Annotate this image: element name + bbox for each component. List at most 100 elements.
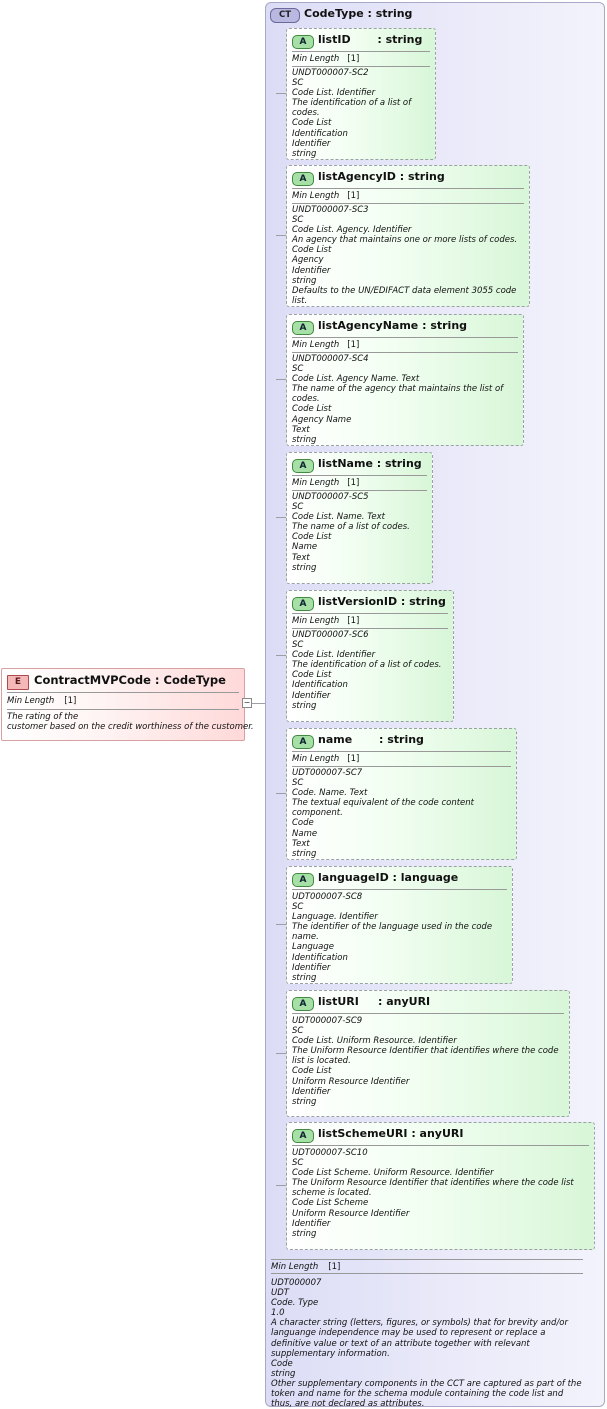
attribute-detail-line: Identifier xyxy=(292,1086,331,1097)
attribute-detail-line: Code List. Uniform Resource. Identifier xyxy=(292,1036,457,1047)
attribute-detail-line: Agency xyxy=(292,255,324,266)
attribute-detail-line: Code xyxy=(292,818,314,829)
attribute-divider xyxy=(292,751,511,752)
element-icon: E xyxy=(7,675,29,690)
attribute-detail-line: Defaults to the UN/EDIFACT data element … xyxy=(292,285,520,306)
attribute-icon: A xyxy=(292,735,314,749)
attribute-detail-line: Code List Scheme. Uniform Resource. Iden… xyxy=(292,1168,494,1179)
attribute-min-length-value: [1] xyxy=(347,754,360,764)
attribute-detail-line: Code List xyxy=(292,670,332,681)
attribute-detail-line: SC xyxy=(292,640,304,651)
attribute-detail-line: string xyxy=(292,1096,317,1107)
attribute-detail-line: SC xyxy=(292,364,304,375)
attribute-detail-line: string xyxy=(292,972,317,983)
notes-line: UDT xyxy=(271,1288,289,1299)
element-min-length-label: Min Length xyxy=(7,696,55,706)
attribute-detail-line: Code List. Agency. Identifier xyxy=(292,225,412,236)
attribute-detail-line: Code List Scheme xyxy=(292,1198,369,1209)
notes-line: UDT000007 xyxy=(271,1278,322,1288)
attribute-detail-line: string xyxy=(292,562,317,573)
attribute-detail-line: The identifier of the language used in t… xyxy=(292,922,495,943)
attribute-detail-line: SC xyxy=(292,78,304,89)
connector-attribute-branch xyxy=(276,793,286,794)
attribute-min-length-label: Min Length xyxy=(292,54,340,64)
attribute-detail-line: UNDT000007-SC4 xyxy=(292,354,369,364)
notes-min-length-label: Min Length xyxy=(271,1262,319,1272)
attribute-detail-line: SC xyxy=(292,1158,304,1169)
attribute-min-length: Min Length [1] xyxy=(292,340,359,350)
attribute-min-length-label: Min Length xyxy=(292,754,340,764)
attribute-detail-line: Agency Name xyxy=(292,414,352,425)
attribute-divider xyxy=(292,1145,589,1146)
attribute-min-length: Min Length[1] xyxy=(292,54,359,64)
attribute-min-length-label: Min Length xyxy=(292,340,340,350)
attribute-detail-line: Uniform Resource Identifier xyxy=(292,1076,410,1087)
attribute-detail-line: string xyxy=(292,275,317,286)
attribute-detail-line: Identifier xyxy=(292,265,331,276)
connector-attribute-branch xyxy=(276,93,286,94)
attribute-detail-line: Identification xyxy=(292,680,348,691)
attribute-min-length-value: [1] xyxy=(347,340,360,350)
attribute-detail-line: SC xyxy=(292,1026,304,1037)
element-min-length: Min Length [1] xyxy=(7,696,76,706)
element-divider xyxy=(7,692,239,693)
attribute-title: listVersionID : string xyxy=(318,595,446,608)
attribute-detail-line: An agency that maintains one or more lis… xyxy=(292,235,518,246)
attribute-detail-line: Identification xyxy=(292,952,348,963)
attribute-detail-line: SC xyxy=(292,778,304,789)
attribute-min-length-value: [1] xyxy=(347,191,360,201)
attribute-title: listSchemeURI : anyURI xyxy=(318,1127,464,1140)
notes-line: 1.0 xyxy=(271,1308,285,1319)
attribute-divider-2 xyxy=(292,66,430,67)
attribute-title: name : string xyxy=(318,733,424,746)
attribute-detail-line: SC xyxy=(292,215,304,226)
attribute-detail-line: SC xyxy=(292,902,304,913)
attribute-title: listAgencyID : string xyxy=(318,170,445,183)
attribute-detail-line: The Uniform Resource Identifier that ide… xyxy=(292,1046,562,1067)
attribute-divider xyxy=(292,337,518,338)
attribute-divider xyxy=(292,188,524,189)
attribute-icon: A xyxy=(292,1129,314,1143)
attribute-icon: A xyxy=(292,597,314,611)
attribute-detail-line: string xyxy=(292,848,317,859)
complex-type-title: CodeType : string xyxy=(304,7,413,20)
attribute-icon: A xyxy=(292,172,314,186)
complex-type-icon: CT xyxy=(270,8,300,23)
collapse-expander-icon[interactable]: − xyxy=(242,698,252,708)
attribute-divider-2 xyxy=(292,352,518,353)
element-description: The rating of the customer based on the … xyxy=(7,712,254,732)
attribute-detail-line: The identification of a list of codes. xyxy=(292,98,414,119)
element-contractmvpcode[interactable]: E ContractMVPCode : CodeType Min Length[… xyxy=(1,668,254,741)
attribute-min-length: Min Length[1] xyxy=(292,616,359,626)
attribute-min-length: Min Length[1] xyxy=(292,478,359,488)
attribute-divider-2 xyxy=(292,490,427,491)
attribute-detail-line: Code List xyxy=(292,118,332,129)
attribute-icon: A xyxy=(292,997,314,1011)
attribute-min-length-label: Min Length xyxy=(292,191,340,201)
element-min-length-value: [1] xyxy=(64,696,77,706)
connector-attribute-branch xyxy=(276,655,286,656)
attribute-min-length-value: [1] xyxy=(347,616,360,626)
attribute-divider xyxy=(292,475,427,476)
attribute-detail-line: UDT000007-SC9 xyxy=(292,1016,363,1026)
notes-divider-2 xyxy=(271,1273,583,1274)
notes-min-length-value: [1] xyxy=(328,1262,341,1272)
attribute-detail-line: UNDT000007-SC2 xyxy=(292,68,369,78)
attribute-detail-line: Language xyxy=(292,942,334,953)
attribute-detail-line: Code List xyxy=(292,1066,332,1077)
